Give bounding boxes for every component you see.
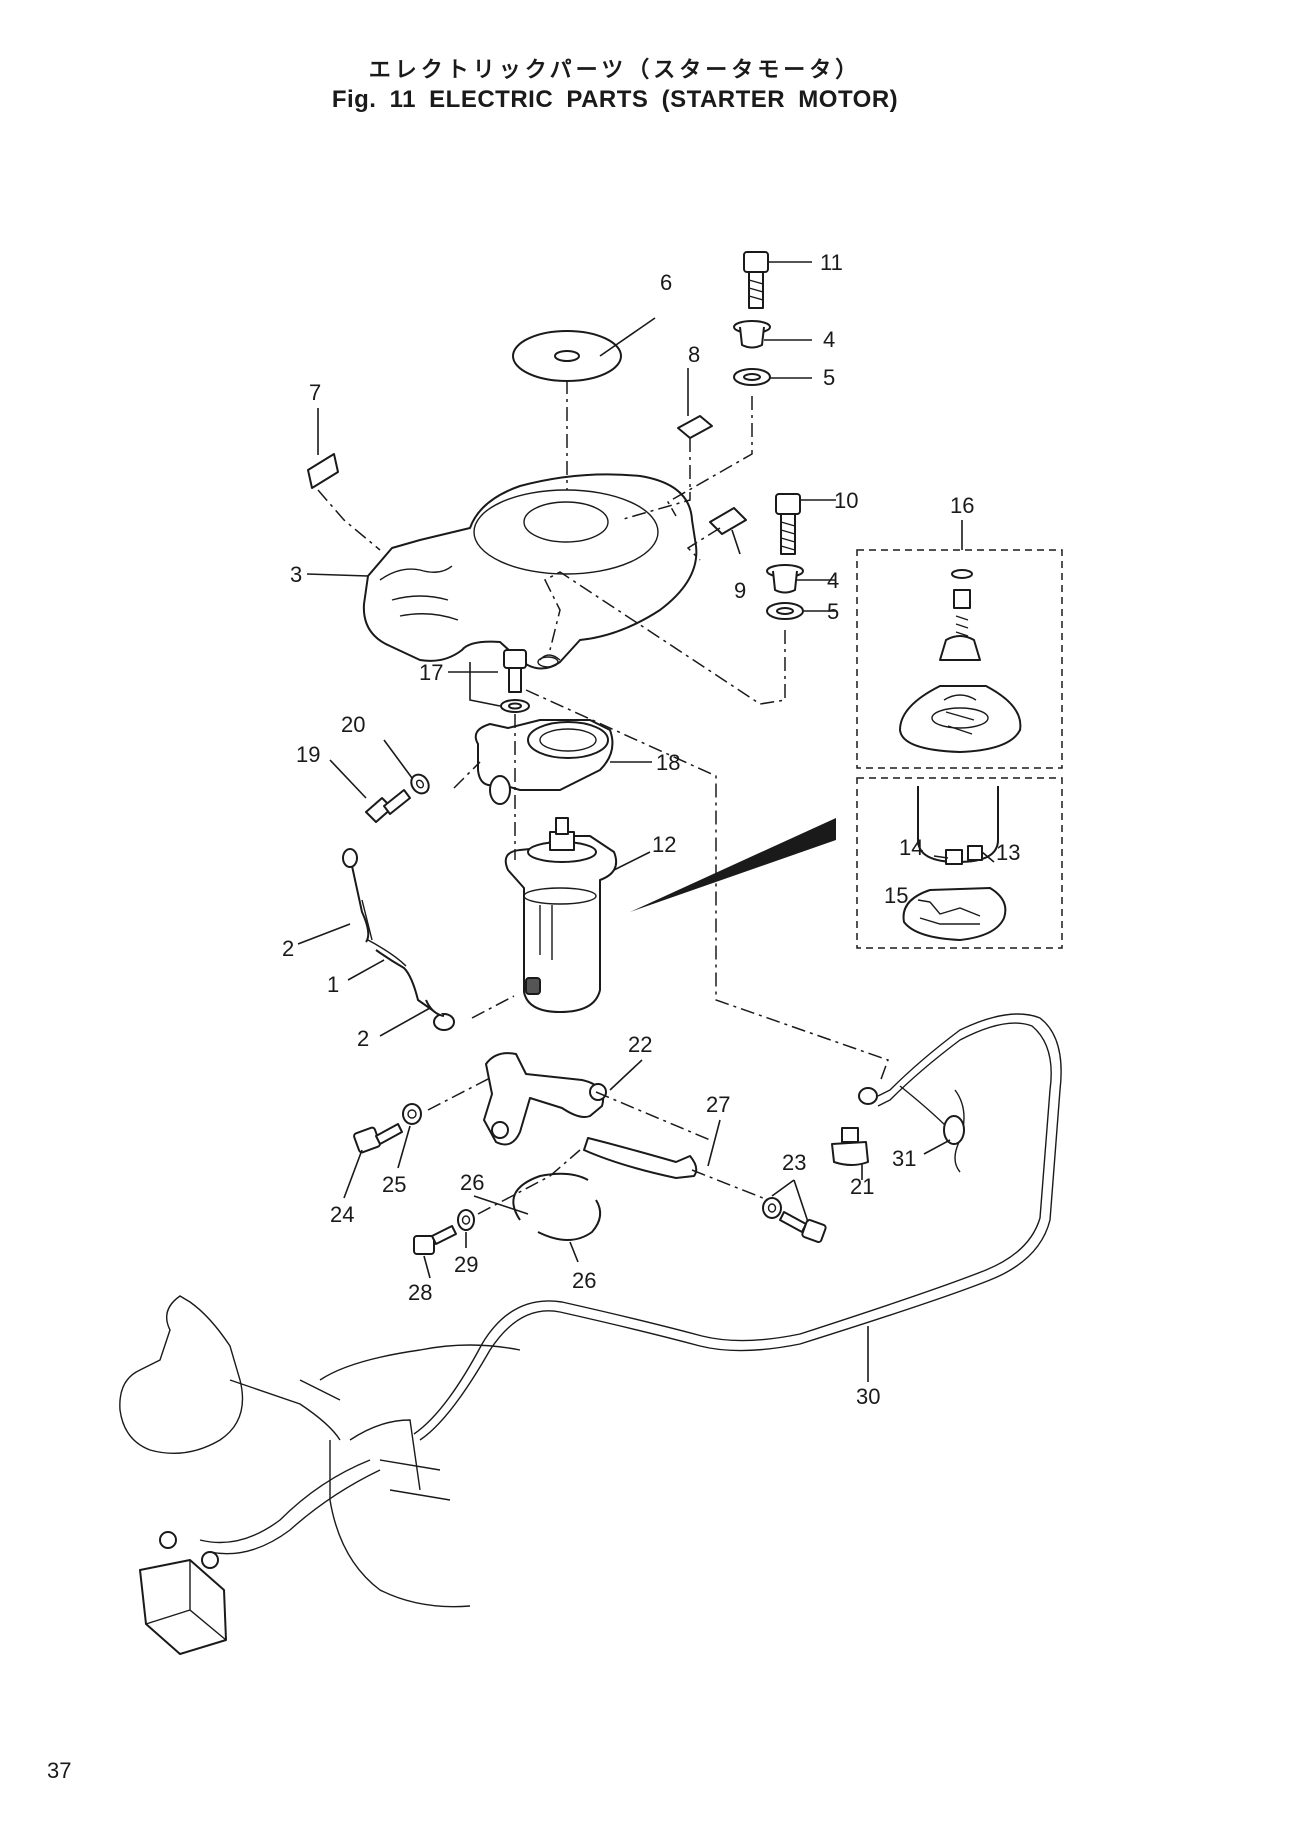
part-12-starter-motor bbox=[504, 817, 618, 1013]
detail-box-16 bbox=[856, 549, 1063, 769]
callout-16: 16 bbox=[950, 493, 974, 518]
callout-9: 9 bbox=[734, 578, 746, 603]
callout-24: 24 bbox=[330, 1202, 354, 1227]
part-30-wiring-harness bbox=[413, 1013, 1062, 1441]
part-4-bushing-upper bbox=[733, 320, 771, 349]
part-26-rubber-rings bbox=[512, 1172, 602, 1241]
part-19-bolt bbox=[365, 789, 411, 823]
callout-29: 29 bbox=[454, 1252, 478, 1277]
part-4-bushing-lower bbox=[766, 564, 804, 594]
part-21-switch bbox=[831, 1127, 869, 1166]
part-24-bolt bbox=[353, 1123, 403, 1154]
callout-19: 19 bbox=[296, 742, 320, 767]
callout-4: 4 bbox=[823, 327, 835, 352]
callout-1: 1 bbox=[327, 972, 339, 997]
part-5-washer-lower bbox=[766, 602, 804, 620]
callout-11: 11 bbox=[820, 250, 843, 275]
part-20-washer bbox=[410, 773, 430, 795]
part-7-label bbox=[307, 453, 339, 489]
part-29-washer bbox=[457, 1209, 475, 1231]
figure-title-english: Fig. 11 ELECTRIC PARTS (STARTER MOTOR) bbox=[331, 86, 899, 113]
part-10-bolt bbox=[775, 493, 801, 555]
part-1-cable bbox=[342, 848, 455, 1031]
figure-title-japanese: エレクトリックパーツ（スタータモータ） bbox=[368, 58, 862, 83]
callout-20: 20 bbox=[341, 712, 365, 737]
callout-25: 25 bbox=[382, 1172, 406, 1197]
callout-21: 21 bbox=[850, 1174, 874, 1199]
callout-30: 30 bbox=[856, 1384, 880, 1409]
callout-14: 14 bbox=[899, 835, 923, 860]
callout-26: 26 bbox=[460, 1170, 484, 1195]
callout-31: 31 bbox=[892, 1146, 916, 1171]
part-8-label bbox=[677, 415, 713, 439]
callout-2: 2 bbox=[357, 1026, 369, 1051]
callout-8: 8 bbox=[688, 342, 700, 367]
callout-23: 23 bbox=[782, 1150, 806, 1175]
callout-10: 10 bbox=[834, 488, 858, 513]
callout-5: 5 bbox=[827, 599, 839, 624]
part-28-bolt bbox=[413, 1225, 457, 1255]
callout-5: 5 bbox=[823, 365, 835, 390]
callout-6: 6 bbox=[660, 270, 672, 295]
callout-7: 7 bbox=[309, 380, 321, 405]
part-11-bolt bbox=[743, 251, 769, 309]
part-17-bolt-washer bbox=[500, 649, 530, 713]
detail-box-brushes bbox=[856, 777, 1063, 949]
callout-15: 15 bbox=[884, 883, 908, 908]
callout-17: 17 bbox=[419, 660, 443, 685]
part-22-bracket bbox=[483, 1052, 607, 1146]
part-18-bracket bbox=[474, 719, 614, 805]
part-3-cover bbox=[362, 473, 698, 670]
callout-3: 3 bbox=[290, 562, 302, 587]
callout-13: 13 bbox=[996, 840, 1020, 865]
detail-wedge bbox=[630, 818, 836, 912]
callout-26: 26 bbox=[572, 1268, 596, 1293]
part-5-washer-upper bbox=[733, 368, 771, 386]
part-23-bolt-washer bbox=[762, 1197, 827, 1244]
part-6-disc bbox=[512, 330, 622, 382]
callout-4: 4 bbox=[827, 568, 839, 593]
callout-2: 2 bbox=[282, 936, 294, 961]
callout-12: 12 bbox=[652, 832, 676, 857]
callout-22: 22 bbox=[628, 1032, 652, 1057]
callout-27: 27 bbox=[706, 1092, 730, 1117]
page-number: 37 bbox=[47, 1758, 72, 1783]
part-25-washer bbox=[402, 1103, 422, 1125]
callout-18: 18 bbox=[656, 750, 680, 775]
part-27-strap bbox=[583, 1137, 698, 1179]
engine-and-remote-control-sketch bbox=[119, 1295, 521, 1655]
callout-28: 28 bbox=[408, 1280, 432, 1305]
